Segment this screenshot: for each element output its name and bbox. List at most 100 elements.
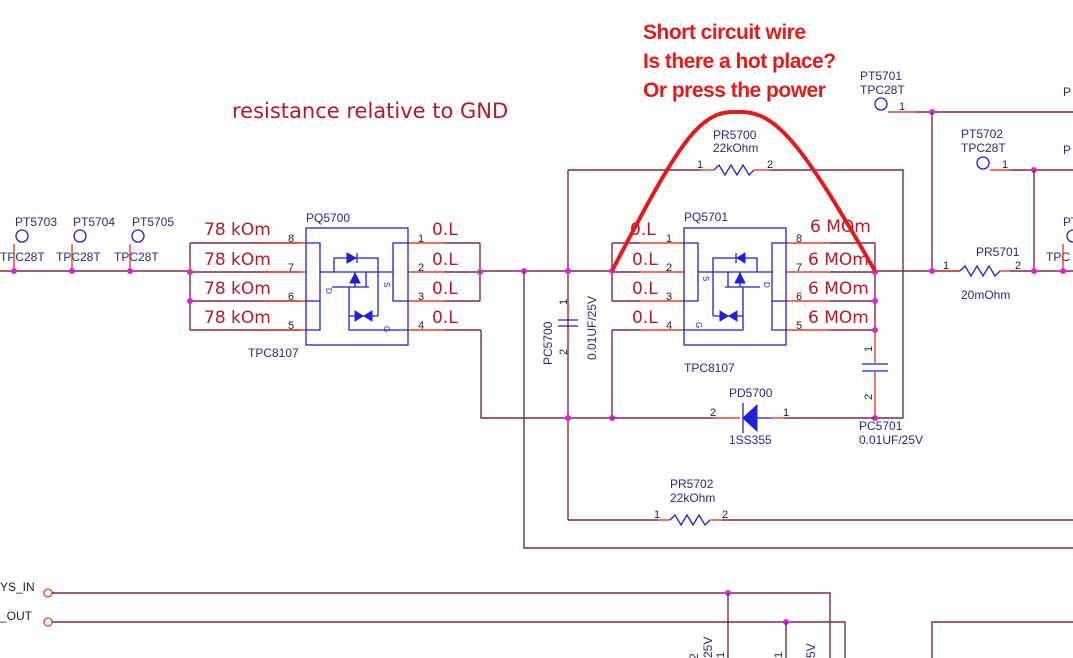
resistor-pr5701[interactable]: PR5701 20mOhm 1 2 [940,245,1021,302]
svg-text:G: G [694,322,703,328]
svg-text:22kOhm: 22kOhm [670,491,715,505]
svg-text:6: 6 [288,291,294,303]
svg-text:1: 1 [783,407,789,419]
offpage-label: P [1063,143,1071,157]
svg-text:2: 2 [722,509,728,521]
offpage-label: P [1063,85,1071,99]
svg-text:TPC8107: TPC8107 [684,361,735,375]
svg-text:PC5700: PC5700 [541,321,555,365]
test-point-pt5701[interactable]: PT5701 TPC28T 1 [860,69,1073,274]
svg-text:PC5701: PC5701 [859,419,903,433]
reading: 0.L [632,308,658,328]
svg-text:PT5704: PT5704 [73,215,115,229]
svg-text:6: 6 [796,291,802,303]
net-out[interactable]: _OUT [0,609,846,658]
resistor-pr5700[interactable]: PR5700 22kOhm 1 2 [568,128,904,419]
svg-text:PR5701: PR5701 [976,245,1020,259]
wire [931,621,1073,658]
test-point-icon [73,229,87,243]
reading: 0.L [632,279,658,299]
test-point-icon [15,229,29,243]
svg-text:PD5700: PD5700 [729,386,773,400]
svg-text:TPC28T: TPC28T [860,83,905,97]
reading: 6 MOm [810,217,871,237]
svg-text:TPC8107: TPC8107 [248,346,299,360]
svg-text:1: 1 [697,159,703,171]
svg-text:G: G [382,326,391,332]
net-port-icon [43,617,53,627]
svg-text:YS_IN: YS_IN [0,580,35,594]
svg-text:3: 3 [666,291,672,303]
resistor-pr5702[interactable]: PR5702 22kOhm 1 2 [568,477,1073,527]
test-point-icon [976,156,990,170]
svg-text:D: D [762,282,771,288]
mosfet-pq5700[interactable]: PQ5700 TPC8107 D S G 8 [187,211,483,360]
svg-text:TPC: TPC [1046,250,1070,264]
diode-pd5700[interactable]: PD5700 1SS355 1 2 [612,386,875,447]
offpage-label: 1 [715,652,727,658]
svg-text:20mOhm: 20mOhm [961,288,1010,302]
annotation-line-3: Or press the power [643,79,826,102]
reading: 0.L [432,308,458,328]
svg-text:TPC28T: TPC28T [114,250,159,264]
reading: 78 kOm [204,220,271,240]
reading: 0.L [432,250,458,270]
test-point-partial[interactable]: PT TPC [1046,215,1073,274]
svg-text:PQ5700: PQ5700 [306,211,350,225]
svg-text:D: D [324,288,333,294]
reading: 0.L [432,279,458,299]
svg-text:22kOhm: 22kOhm [713,141,758,155]
svg-text:4: 4 [418,320,424,332]
test-point-pt5703[interactable]: PT5703 TPC28T [0,215,57,274]
svg-text:_OUT: _OUT [0,609,33,623]
svg-text:PR5702: PR5702 [670,477,714,491]
test-point-pt5705[interactable]: PT5705 TPC28T [114,215,174,274]
svg-text:1: 1 [558,299,570,305]
annotation-line-1: Short circuit wire [643,21,806,44]
svg-text:2: 2 [710,407,716,419]
capacitor-pc5701[interactable]: 1 2 PC5701 0.01UF/25V [859,330,923,447]
svg-text:PT: PT [1063,215,1073,229]
reading: 6 MOm [808,308,869,328]
svg-text:S: S [382,282,391,287]
offpage-label: 25V [701,637,715,658]
annotation-line-2: Is there a hot place? [643,50,836,73]
reading: 78 kOm [204,308,271,328]
svg-text:4: 4 [666,320,672,332]
test-point-icon [1066,229,1073,243]
svg-text:1: 1 [654,509,660,521]
reading: 6 MOm [808,279,869,299]
test-point-pt5704[interactable]: PT5704 TPC28T [56,215,115,274]
reading: 0.L [432,220,458,240]
svg-text:PT5703: PT5703 [15,215,57,229]
svg-text:2: 2 [666,262,672,274]
svg-text:5: 5 [796,320,802,332]
svg-text:1: 1 [418,233,424,245]
svg-text:8: 8 [796,233,802,245]
svg-text:7: 7 [796,262,802,274]
reading: 6 MOm [808,250,869,270]
capacitor-pc5700[interactable]: 1 2 PC5700 0.01UF/25V [541,170,599,520]
svg-text:PQ5701: PQ5701 [684,210,728,224]
test-point-pt5702[interactable]: PT5702 TPC28T 1 [961,127,1073,274]
svg-text:2: 2 [558,349,570,355]
svg-text:1: 1 [943,260,949,272]
offpage-label: 5V [804,643,818,658]
svg-text:2: 2 [418,262,424,274]
svg-text:2: 2 [767,159,773,171]
mosfet-pq5701[interactable]: PQ5701 TPC8107 S D G 1 2 3 4 [609,210,878,421]
svg-text:1SS355: 1SS355 [729,433,772,447]
svg-text:2: 2 [863,394,875,400]
offpage-label: 1 [773,652,785,658]
svg-text:1: 1 [666,233,672,245]
svg-text:PR5700: PR5700 [713,128,757,142]
svg-text:1: 1 [1002,159,1008,171]
reading: 78 kOm [204,250,271,270]
reading: 0.L [632,250,658,270]
test-point-icon [131,229,145,243]
svg-text:1: 1 [863,346,875,352]
svg-text:8: 8 [288,233,294,245]
offpage-label: 2 [687,653,701,658]
net-ys-in[interactable]: YS_IN [0,580,831,658]
svg-text:1: 1 [899,101,905,113]
